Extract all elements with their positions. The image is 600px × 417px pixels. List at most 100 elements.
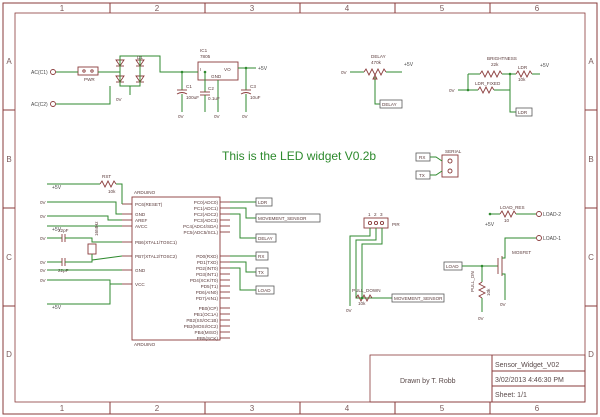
reset-resistor-label: RST <box>102 174 111 179</box>
cap1-value: 100uF <box>186 95 199 100</box>
row-label: C <box>6 253 12 262</box>
mcu-left-pin: VCC <box>135 282 145 287</box>
load-rail: +5V <box>485 222 495 228</box>
drawing-sheet: Sheet: 1/1 <box>495 392 527 399</box>
col-label: 4 <box>345 4 350 13</box>
mcu-right-pin: PD3(INT1) <box>196 272 218 277</box>
mcu-rail-2: +5V <box>52 227 62 233</box>
mcu-body <box>131 196 221 341</box>
sheet-heading: This is the LED widget V0.2b <box>222 149 376 163</box>
pulldown-label: PULL_DOWN <box>352 288 381 293</box>
mcu-right-pin: PD7(AIN1) <box>196 296 219 301</box>
load-res-value: 10 <box>504 218 510 223</box>
serial-header <box>441 154 459 178</box>
microcontroller-block: ARDUINO ARDUINO PC6(RESET) GND AREF AVCC… <box>40 174 230 347</box>
load-driver-block: +5V LOAD_RES 10 LOAD-2 LOAD-1 LOAD MOSFE… <box>443 205 561 321</box>
power-connector-label: PWR <box>84 77 95 82</box>
row-label: A <box>588 57 594 66</box>
mcu-right-pin: PC2(ADC2) <box>194 212 219 217</box>
crystal-label: 16MHz <box>94 221 99 236</box>
mcu-right-pin: PB4(MISO) <box>195 330 219 335</box>
col-label: 3 <box>250 404 255 413</box>
mcu-left-pin: AVCC <box>135 224 148 229</box>
col-label: 6 <box>535 4 540 13</box>
column-labels-top: 1 2 3 4 5 6 <box>60 4 540 13</box>
pir-net-label: MOVEMENT_SENSOR <box>394 296 443 301</box>
mcu-right-pin: PB0(ICP) <box>199 306 219 311</box>
load-2-label: LOAD-2 <box>543 212 561 218</box>
mcu-left-pin: AREF <box>135 218 147 223</box>
mcu-right-pin: PC0(ADC0) <box>194 200 219 205</box>
regulator-rail: +5V <box>258 66 268 72</box>
regulator-pin-in: I <box>200 67 201 72</box>
gate-res-value: 10k <box>486 288 491 296</box>
mcu-right-pin: PD0(RXD) <box>196 254 218 259</box>
mcu-left-pin: PB7(XTAL2/TOSC2) <box>135 254 177 259</box>
brightness-ground: 0V <box>449 88 456 93</box>
load-2-terminal <box>536 211 542 217</box>
mcu-ground-2: 0V <box>40 214 47 219</box>
regulator-pin-gnd: GND <box>211 74 222 79</box>
mcu-right-pin: PC5(ADC5/SCL) <box>184 230 219 235</box>
net-ldr-label: LDR <box>258 200 268 205</box>
col-label: 2 <box>155 4 160 13</box>
mcu-right-pin: PD4(XCK/T0) <box>190 278 219 283</box>
pir-pin-2: 2 <box>374 212 377 217</box>
delay-rail: +5V <box>404 62 414 68</box>
row-labels-left: A B C D <box>6 57 12 359</box>
drawn-by: Drawn by T. Robb <box>400 378 456 385</box>
regulator-part: 7805 <box>200 54 211 59</box>
col-label: 2 <box>155 404 160 413</box>
mcu-ground-4: 0V <box>40 278 47 283</box>
row-label: B <box>588 155 593 164</box>
ac-terminal-2 <box>50 101 56 107</box>
col-label: 1 <box>60 4 65 13</box>
mcu-right-pin: PB2(SS/OC1B) <box>186 318 218 323</box>
mcu-footer: ARDUINO <box>134 342 156 347</box>
brightness-pot-value: 22k <box>491 62 499 67</box>
serial-tx-label: TX <box>419 173 425 178</box>
pir-sensor-block: PIR 1 2 3 PULL_DOWN 10k 0V MOVEMENT_SENS… <box>346 212 445 313</box>
mcu-right-pin: PB5(SCK) <box>197 336 219 341</box>
delay-pot-block: DELAY 470k +5V 0V DELAY <box>341 54 414 109</box>
crystal-ground-1: 0V <box>40 236 47 241</box>
row-label: D <box>6 350 12 359</box>
mcu-ground-1: 0V <box>40 200 47 205</box>
mcu-left-pin: PB6(XTAL1/TOSC1) <box>135 240 177 245</box>
drawing-date: 3/02/2013 4:46:30 PM <box>495 377 564 384</box>
pir-header <box>363 217 389 229</box>
regulator-pin-out: VO <box>224 67 231 72</box>
regulator-name: IC1 <box>200 48 208 53</box>
serial-header-block: SERIAL RX TX <box>415 149 462 180</box>
mcu-rail-3: +5V <box>52 305 62 311</box>
col-label: 3 <box>250 4 255 13</box>
serial-rx-label: RX <box>419 155 425 160</box>
delay-title: DELAY <box>371 54 386 59</box>
delay-ground: 0V <box>341 70 348 75</box>
gate-ground: 0V <box>478 316 485 321</box>
mcu-right-pin: PD1(TXD) <box>197 260 219 265</box>
pir-ground: 0V <box>346 308 353 313</box>
crystal-ground-2: 0V <box>40 260 47 265</box>
pir-header-label: PIR <box>392 222 400 227</box>
cap1-ground: 0V <box>178 114 185 119</box>
row-label: D <box>588 350 594 359</box>
mcu-name: ARDUINO <box>134 190 156 195</box>
title-block: Drawn by T. Robb Sensor_Widget_V02 3/02/… <box>369 354 586 403</box>
mcu-right-pin: PD5(T1) <box>201 284 219 289</box>
mcu-left-pin: PC6(RESET) <box>135 202 163 207</box>
load-1-label: LOAD-1 <box>543 236 561 242</box>
pir-pin-1: 1 <box>368 212 371 217</box>
net-movement-label: MOVEMENT_SENSOR <box>258 216 307 221</box>
column-labels-bottom: 1 2 3 4 5 6 <box>60 404 540 413</box>
row-label: A <box>6 57 12 66</box>
col-label: 4 <box>345 404 350 413</box>
mcu-right-pin: PD2(INT0) <box>196 266 218 271</box>
row-labels-right: A B C D <box>588 57 594 359</box>
ac1-label: AC(C1) <box>31 70 48 76</box>
drawing-name: Sensor_Widget_V02 <box>495 362 559 369</box>
cap2-value: 0.1uF <box>208 96 220 101</box>
crystal-cap-a: 22pF <box>58 228 69 233</box>
